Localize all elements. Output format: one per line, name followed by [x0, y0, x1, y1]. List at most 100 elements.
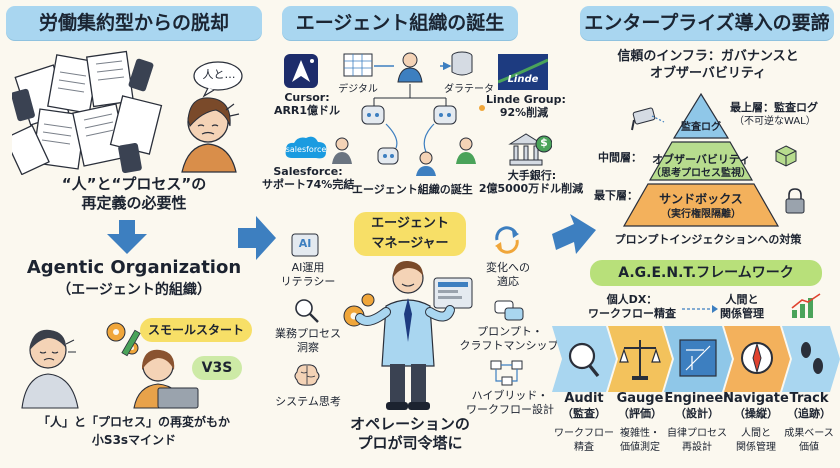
salesforce-label-line1: Salesforce:: [273, 165, 343, 178]
cursor-label-line2: ARR1億ドル: [273, 104, 341, 117]
agent-manager-line1: エージェント: [371, 216, 449, 231]
dashed-arrow: [682, 305, 718, 313]
step-engineer-jp: （設計）: [675, 407, 719, 420]
step-gauge-jp: （評価）: [618, 407, 662, 420]
ops-pro-line2: プロが司令塔に: [357, 434, 463, 452]
redefine-caption-line1: “人”と“プロセス”の: [61, 175, 207, 193]
small-start-illustration: [21, 322, 199, 409]
down-arrow: [107, 220, 147, 254]
top-layer-sublabel: （不可逆なWAL）: [734, 116, 816, 127]
step-gauge-desc2: 価値測定: [620, 442, 660, 453]
mindset-caption-line2: 小S3sマインド: [91, 433, 177, 447]
pyramid-bottom-sublabel: （実行権限隔離）: [661, 209, 741, 220]
skill-change-line1: 変化への: [486, 261, 530, 274]
ai-chip-icon: [291, 233, 319, 257]
pyramid-mid-sublabel: （思考プロセス監視）: [651, 168, 751, 179]
bar-growth-icon: [791, 293, 821, 318]
pyramid-mid-label: オブザーバビリティ: [652, 153, 751, 166]
cursor-logo-icon: [284, 54, 318, 88]
bank-icon: [508, 133, 552, 166]
step-gauge-desc1: 複雑性・: [620, 428, 660, 439]
step-audit-en: Audit: [564, 391, 604, 406]
skill-process-line2: 洞察: [297, 341, 319, 354]
step-audit-jp: （監査）: [562, 407, 606, 420]
bank-label-line2: 2億5000万ドル削減: [478, 182, 584, 195]
skill-process-line1: 業務プロセス: [275, 327, 341, 340]
mid-layer-label: 中間層：: [598, 151, 642, 164]
prompt-injection-caption: プロンプトインジェクションへの対策: [614, 233, 802, 246]
step-navigate-en: Navigate: [723, 391, 789, 406]
agentic-org-heading: Agentic Organization: [26, 257, 242, 278]
v3s-badge: V3S: [192, 356, 242, 380]
linde-label-line1: Linde Group:: [486, 93, 566, 106]
agent-network-diagram: [332, 51, 485, 176]
skill-ai-literacy-line2: リテラシー: [280, 275, 336, 288]
top-layer-label: 最上層：監査ログ: [730, 101, 818, 114]
lock-icon: [785, 188, 805, 214]
ai-chip-text: AI: [298, 237, 312, 250]
right-arrow-1: [238, 216, 276, 260]
pyramid-top-label: 監査ログ: [681, 122, 721, 133]
org-birth-label: エージェント組織の誕生: [352, 183, 473, 196]
trust-infra-title-line2: オブザーバビリティ: [649, 66, 767, 81]
col2-banner: エージェント組織の誕生: [282, 6, 518, 40]
mindset-caption-line1: 「人」と「プロセス」の再変がもか: [37, 415, 230, 429]
ops-pro-line1: オペレーションの: [350, 415, 470, 433]
digital-label: デジタル: [338, 84, 378, 95]
linde-label-line2: 92%削減: [499, 106, 549, 119]
trust-infra-title-line1: 信頼のインフラ：ガバナンスと: [617, 49, 799, 64]
step-engineer-desc1: 自律プロセス: [667, 428, 727, 439]
step-engineer-en: Engineer: [664, 391, 730, 406]
cube-icon: [775, 145, 797, 167]
speech-bubble-text: 人と…: [202, 68, 236, 81]
skill-ai-literacy-line1: AI運用: [291, 261, 325, 274]
operations-pro-figure: [343, 260, 473, 410]
cycle-arrows-icon: [495, 226, 519, 254]
workflow-icon: [490, 360, 523, 386]
pyramid-bottom-label: サンドボックス: [659, 192, 743, 206]
dx-label-line2: ワークフロー精査: [588, 307, 676, 320]
agent-steps-band: [552, 326, 840, 392]
datadata-label: ダラテータ: [444, 84, 494, 95]
skill-prompt-line2: クラフトマンシップ: [459, 339, 559, 352]
agent-manager-line2: マネージャー: [371, 236, 449, 251]
linde-logo-icon: [498, 54, 548, 90]
salesforce-label-line2: サポート74%完結: [262, 178, 355, 191]
step-audit-desc2: 精査: [574, 442, 594, 453]
redefine-caption-line2: 再定義の必要性: [81, 194, 187, 212]
step-track-desc2: 価値: [799, 442, 819, 453]
cursor-label-line1: Cursor:: [284, 91, 330, 104]
skill-systems-thinking: システム思考: [275, 395, 341, 408]
step-navigate-jp: （操縦）: [734, 407, 778, 420]
paper-pile-illustration: [12, 50, 243, 175]
relation-label-line1: 人間と: [725, 293, 759, 306]
linde-logo-text: Linde: [507, 74, 539, 85]
agentic-org-subheading: （エージェント的組織）: [57, 282, 211, 298]
step-engineer-desc2: 再設計: [682, 442, 712, 453]
col3-banner: エンタープライズ導入の要諦: [580, 6, 834, 40]
step-track-en: Track: [789, 391, 829, 406]
brain-icon: [294, 364, 320, 386]
small-start-badge: スモールスタート: [140, 318, 252, 342]
agent-framework-title: A.G.E.N.T.フレームワーク: [590, 260, 822, 286]
skill-hybrid-line1: ハイブリッド・: [471, 389, 549, 402]
salesforce-logo-text: salesforce: [285, 145, 327, 154]
camera-icon: [631, 107, 665, 131]
dx-label-line1: 個人DX：: [606, 293, 658, 306]
skill-change-line2: 適応: [497, 275, 519, 288]
step-navigate-desc2: 関係管理: [736, 442, 776, 453]
governance-pyramid: [622, 92, 780, 227]
skill-prompt-line1: プロンプト・: [477, 325, 543, 338]
agent-manager-badge: エージェント マネージャー: [354, 212, 466, 256]
dollar-icon: $: [540, 136, 548, 149]
col1-banner: 労働集約型からの脱却: [6, 6, 262, 40]
right-arrow-2: [552, 214, 596, 254]
relation-label-line2: 関係管理: [720, 307, 764, 320]
step-track-jp: （追跡）: [787, 407, 831, 420]
chat-bubbles-icon: [494, 300, 524, 321]
step-track-desc1: 成果ベース: [784, 428, 834, 439]
step-audit-desc1: ワークフロー: [554, 428, 614, 439]
step-navigate-desc1: 人間と: [741, 428, 771, 439]
bottom-layer-label: 最下層：: [594, 189, 638, 202]
magnifier-icon: [295, 299, 319, 323]
